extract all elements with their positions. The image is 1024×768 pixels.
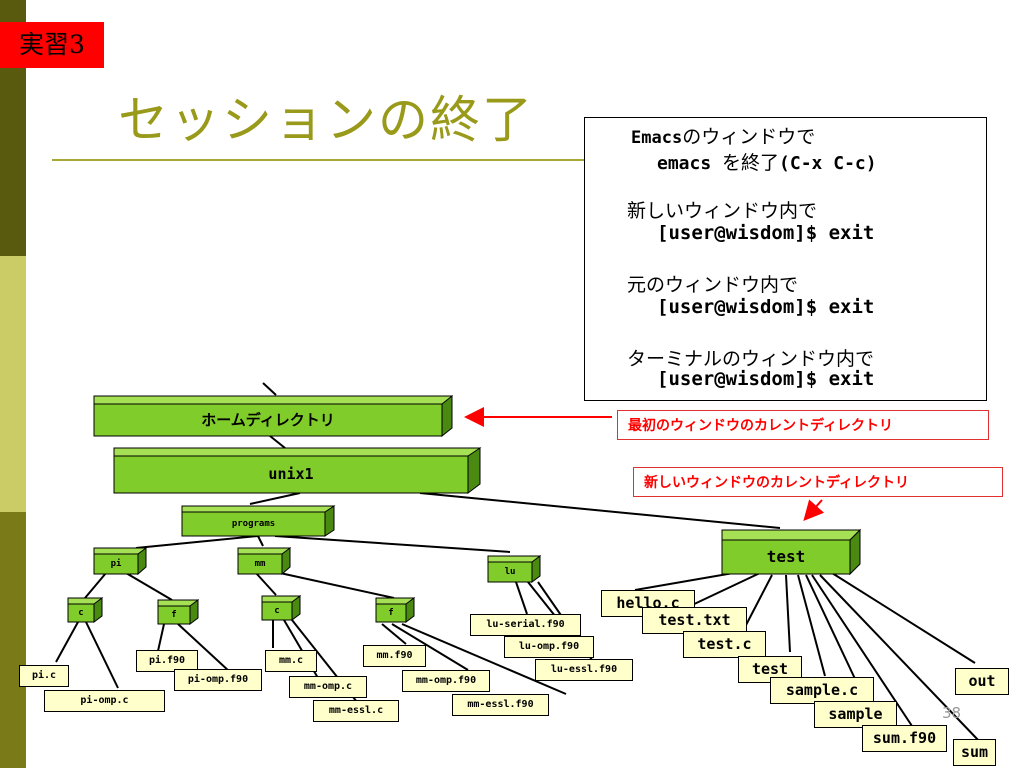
file-sum-f90: sum.f90 xyxy=(862,725,947,752)
file-lu-essl-f90: lu-essl.f90 xyxy=(535,659,633,681)
new-window-heading: 新しいウィンドウ内で xyxy=(627,200,818,222)
new-window-arrow xyxy=(803,499,825,521)
new-window-cwd-label: 新しいウィンドウのカレントディレクトリ xyxy=(633,467,1003,497)
pi-c-dir-label: c xyxy=(78,608,84,618)
mm-f-dir-label: f xyxy=(388,608,394,618)
test-dir-label: test xyxy=(766,547,806,566)
file-test-txt: test.txt xyxy=(642,607,747,634)
lu-box xyxy=(487,555,542,583)
page-number: 38 xyxy=(942,704,962,722)
file-sum: sum xyxy=(953,739,996,766)
orig-window-heading: 元のウィンドウ内で xyxy=(627,274,799,296)
home-dir-label: ホームディレクトリ xyxy=(201,411,335,429)
pi-box xyxy=(93,547,148,576)
emacs-heading: Emacsのウィンドウで xyxy=(631,126,816,148)
sidebar-stripe-bottom xyxy=(0,512,26,768)
mm-dir-label: mm xyxy=(254,559,266,569)
file-mm-essl-c: mm-essl.c xyxy=(313,700,399,722)
mm-box xyxy=(237,547,292,576)
lu-dir-label: lu xyxy=(504,567,516,577)
terminal-window-command: [user@wisdom]$ exit xyxy=(657,368,875,390)
file-mm-omp-c: mm-omp.c xyxy=(289,676,367,698)
unix1-label: unix1 xyxy=(268,465,314,483)
mm-c-box xyxy=(261,595,302,621)
programs-label: programs xyxy=(231,519,276,529)
sidebar-stripe-mid xyxy=(0,256,26,512)
exercise-badge: 実習3 xyxy=(0,22,104,68)
first-window-cwd-label: 最初のウィンドウのカレントディレクトリ xyxy=(617,410,989,440)
slide-title: セッションの終了 xyxy=(118,91,534,149)
file-mm-essl-f90: mm-essl.f90 xyxy=(452,694,549,716)
emacs-command: emacs を終了(C-x C-c) xyxy=(657,152,877,174)
file-mm-f90: mm.f90 xyxy=(363,645,426,667)
file-lu-omp-f90: lu-omp.f90 xyxy=(504,636,594,658)
pi-f-box xyxy=(157,599,200,625)
new-window-command: [user@wisdom]$ exit xyxy=(657,222,875,244)
mm-f-box xyxy=(375,597,416,623)
pi-c-box xyxy=(67,597,104,623)
programs-box xyxy=(181,505,336,537)
file-pi-omp-c: pi-omp.c xyxy=(44,690,165,712)
title-underline xyxy=(52,159,592,161)
pi-dir-label: pi xyxy=(110,559,122,569)
file-pi-f90: pi.f90 xyxy=(136,650,198,672)
instructions-box: Emacsのウィンドウで emacs を終了(C-x C-c) 新しいウィンドウ… xyxy=(584,117,987,401)
file-pi-omp-f90: pi-omp.f90 xyxy=(174,669,262,691)
file-lu-serial-f90: lu-serial.f90 xyxy=(470,614,581,636)
file-pi-c: pi.c xyxy=(19,665,69,687)
file-sample-c: sample.c xyxy=(770,677,874,704)
file-sample: sample xyxy=(814,701,897,728)
terminal-window-heading: ターミナルのウィンドウ内で xyxy=(627,348,875,370)
file-test-c: test.c xyxy=(683,631,766,658)
file-mm-c: mm.c xyxy=(265,650,317,672)
pi-f-dir-label: f xyxy=(171,610,177,620)
home-dir-box xyxy=(93,394,454,438)
file-mm-omp-f90: mm-omp.f90 xyxy=(402,670,490,692)
test-box xyxy=(721,528,862,576)
mm-c-dir-label: c xyxy=(274,606,280,616)
file-out: out xyxy=(955,668,1009,695)
orig-window-command: [user@wisdom]$ exit xyxy=(657,296,875,318)
unix1-box xyxy=(113,447,482,494)
